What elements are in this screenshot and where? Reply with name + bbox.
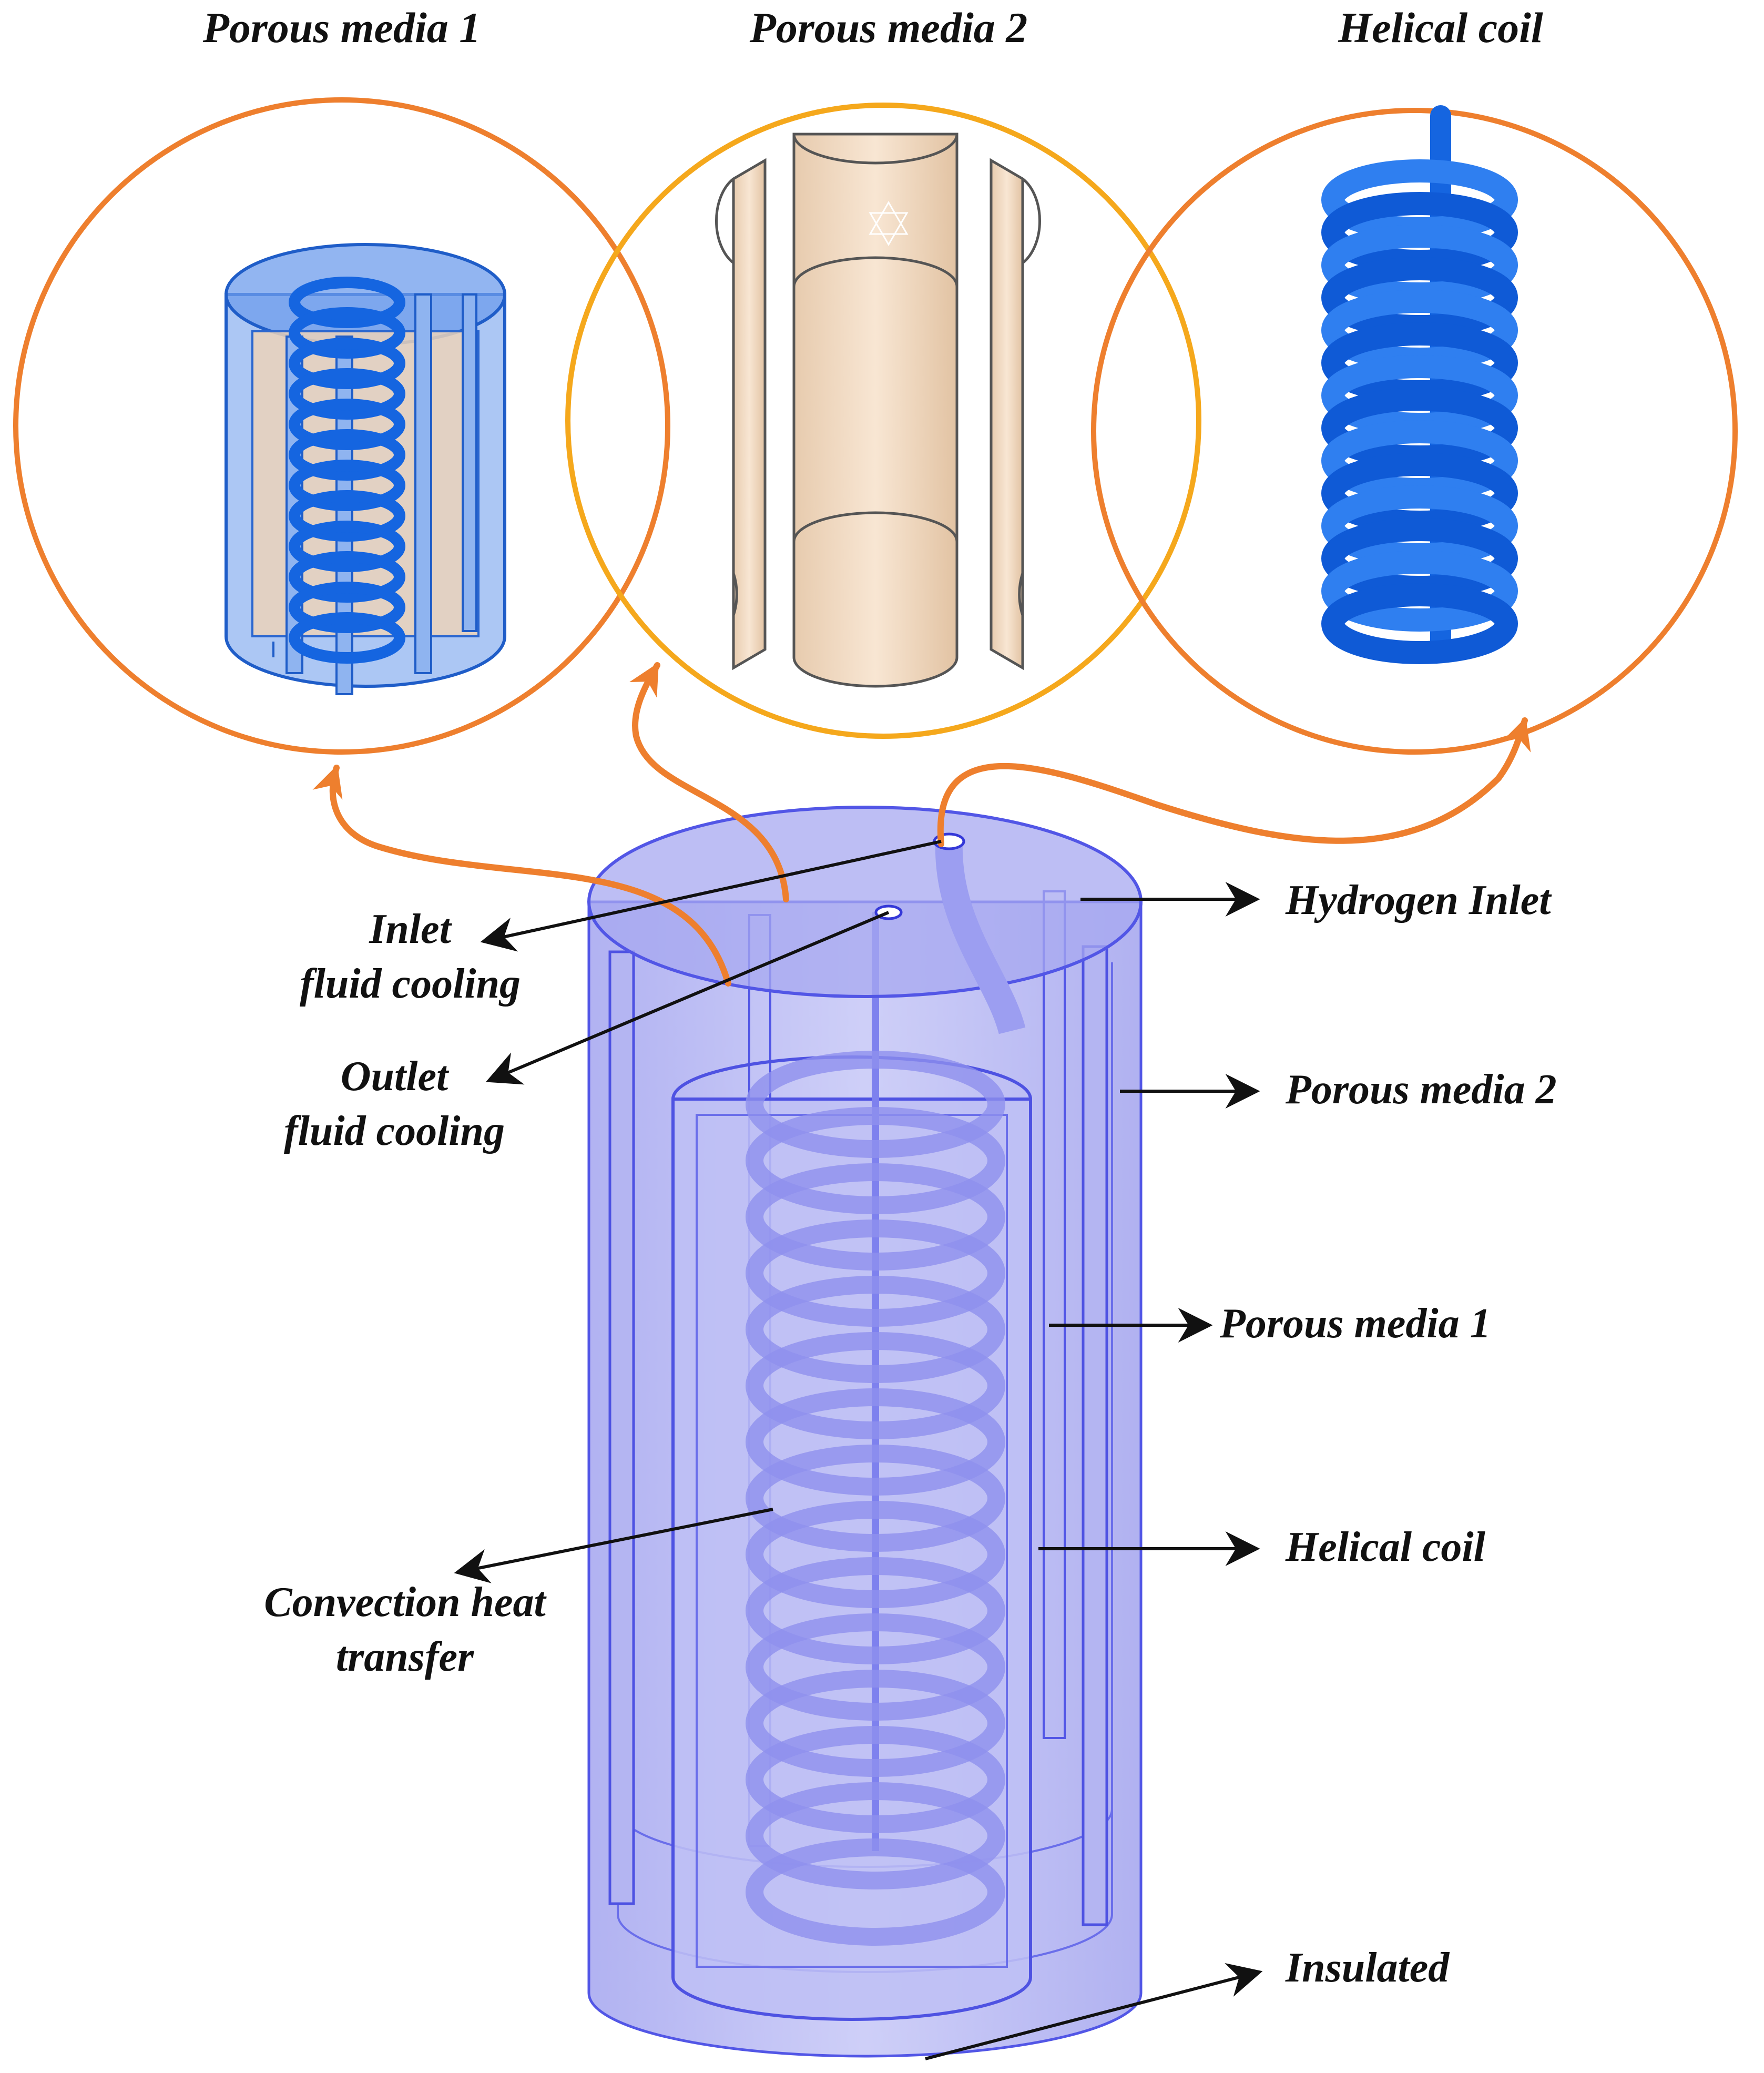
small-coil-turn [289, 521, 405, 572]
tank-coil-turn [746, 1782, 1005, 1889]
panel-title-porous-media-1: Porous media 1 [202, 4, 481, 52]
panel-circle-3 [1091, 108, 1738, 755]
label-inlet-line1: Inlet [369, 906, 451, 952]
label-hydrogen-inlet: Hydrogen Inlet [1286, 877, 1551, 923]
helical-coil-turn [1321, 551, 1518, 632]
callout-arrow-porous-1 [312, 765, 731, 987]
tank-coil-turn [746, 1276, 1005, 1383]
tank-coil-turn [746, 1557, 1005, 1664]
label-inlet-fluid-cooling: Inlet fluid cooling [252, 902, 568, 1011]
label-outlet-line2: fluid cooling [283, 1108, 505, 1154]
small-coil-turn [289, 307, 405, 359]
tank-coil-turn [746, 1332, 1005, 1439]
label-inlet-line2: fluid cooling [299, 961, 521, 1007]
tank-coil-turn [746, 1838, 1005, 1946]
callout-arrow-porous-2 [629, 662, 789, 902]
small-coil-turn [289, 582, 405, 633]
porous-media-1-assembly [225, 243, 506, 695]
tank-coil-turn [746, 1163, 1005, 1271]
tank-coil-turn [746, 1613, 1005, 1721]
small-coil-turn [289, 490, 405, 542]
small-coil-turn [289, 368, 405, 420]
arrow-inlet [480, 840, 942, 952]
leader-arrows [454, 840, 1263, 2060]
label-porous-media-2: Porous media 2 [1286, 1066, 1557, 1113]
panel-helical-coil [1091, 105, 1738, 755]
tank-coil-turn [746, 1501, 1005, 1608]
tank-coil-turn [746, 1388, 1005, 1496]
tank-coil-turn [746, 1726, 1005, 1833]
arrow-convection [454, 1508, 773, 1583]
small-coil-turn [289, 612, 405, 664]
arrow-insulated [925, 1963, 1263, 2060]
orange-callouts [312, 662, 1531, 987]
small-coil-turn [289, 460, 405, 511]
panel-circle-1 [13, 97, 670, 755]
panel-circle-2 [565, 103, 1201, 739]
tank-coil-turn [746, 1670, 1005, 1777]
callout-arrow-coil [937, 717, 1531, 847]
tank-coil-turn [746, 1107, 1005, 1214]
small-coil-turn [289, 429, 405, 481]
small-coil-turn [289, 399, 405, 450]
main-tank [587, 806, 1143, 2058]
small-coil-turn [289, 277, 405, 328]
small-coil-turn [289, 551, 405, 603]
label-convection-heat-transfer: Convection heat transfer [221, 1575, 589, 1684]
label-convection-line1: Convection heat [264, 1579, 546, 1625]
label-convection-line2: transfer [335, 1634, 474, 1680]
tank-coil-turn [746, 1051, 1005, 1158]
label-helical-coil: Helical coil [1286, 1524, 1485, 1570]
helical-coil-turn [1321, 583, 1518, 664]
label-outlet-fluid-cooling: Outlet fluid cooling [237, 1049, 552, 1159]
porous-media-2-assembly [715, 133, 1041, 688]
label-porous-media-1: Porous media 1 [1220, 1300, 1491, 1347]
tank-coil-turn [746, 1220, 1005, 1327]
tank-coil-turn [746, 1445, 1005, 1552]
panel-porous-media-2 [565, 103, 1201, 739]
panel-title-porous-media-2: Porous media 2 [749, 4, 1028, 52]
panel-title-helical-coil: Helical coil [1338, 4, 1543, 52]
small-coil-turn [289, 338, 405, 389]
label-insulated: Insulated [1286, 1945, 1450, 1991]
arrow-outlet [485, 911, 890, 1085]
label-outlet-line1: Outlet [340, 1053, 448, 1100]
helical-coil-model [1321, 105, 1518, 664]
panel-porous-media-1 [13, 97, 670, 755]
